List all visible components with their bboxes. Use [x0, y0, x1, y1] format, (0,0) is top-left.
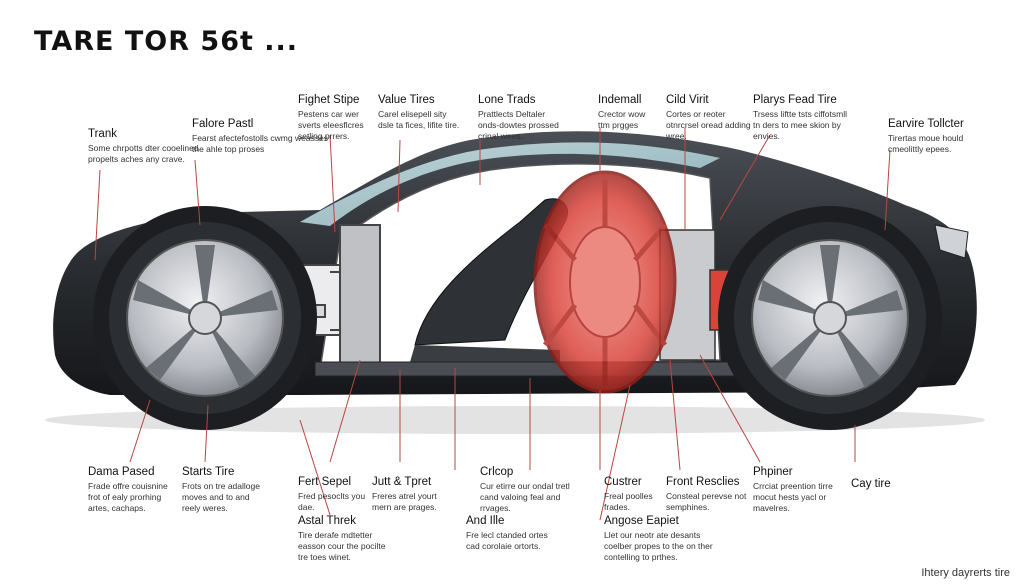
label-fert-sepel: Fert Sepel Fred pesoclts you dae.: [298, 476, 368, 513]
label-desc: Carel elisepell sity dsle ta fices, lifi…: [378, 109, 460, 130]
label-heading: Falore Pastl: [192, 118, 254, 130]
footer-caption: Ihtery dayrerts tire: [921, 567, 1010, 579]
label-heading: Front Resclies: [666, 476, 740, 488]
label-heading: Lone Trads: [478, 94, 536, 106]
label-falore-pastl: Falore Pastl Fearst afectefostolls cwmg …: [192, 118, 332, 155]
label-heading: And Ille: [466, 515, 505, 527]
label-desc: Cur etirre our ondal tretl cand valoing …: [480, 481, 570, 513]
label-and-ille: And Ille Fre lecl ctanded ortes cad coro…: [466, 515, 556, 552]
label-desc: Frade offre couisnine frot of ealy prorh…: [88, 481, 168, 513]
front-wheel: [93, 206, 317, 430]
label-desc: Prattlects Deltaler onds-dowtes prossed …: [478, 109, 559, 141]
label-angose-eapiet: Angose Eapiet Llet our neotr ate desants…: [604, 515, 714, 563]
label-heading: Astal Threk: [298, 515, 356, 527]
label-heading: Cild Virit: [666, 94, 709, 106]
cutaway-red-wheel: [533, 170, 677, 394]
label-desc: Tirertas moue hould cmeolittly epees.: [888, 133, 964, 154]
label-desc: Crector wow ttm prgges: [598, 109, 646, 130]
label-desc: Trsess liftte tsts ciffotsmll tn ders to…: [753, 109, 847, 141]
label-desc: Freres atrel yourt mern are prages.: [372, 491, 437, 512]
label-cild-virit: Cild Virit Cortes or reoter otnrcrsel or…: [666, 94, 751, 142]
label-desc: Fre lecl ctanded ortes cad corolaie orto…: [466, 530, 548, 551]
label-heading: Phpiner: [753, 466, 793, 478]
label-heading: Fighet Stipe: [298, 94, 360, 106]
label-lone-trads: Lone Trads Prattlects Deltaler onds-dowt…: [478, 94, 568, 142]
label-heading: Plarys Fead Tire: [753, 94, 837, 106]
label-heading: Starts Tire: [182, 466, 235, 478]
label-desc: Pestens car wer sverts eleesflcres setli…: [298, 109, 364, 141]
label-dama-pased: Dama Pased Frade offre couisnine frot of…: [88, 466, 173, 514]
label-heading: Dama Pased: [88, 466, 155, 478]
label-heading: Fert Sepel: [298, 476, 352, 488]
label-heading: Trank: [88, 128, 117, 140]
label-jutt-tpret: Jutt & Tpret Freres atrel yourt mern are…: [372, 476, 452, 513]
label-phpiner: Phpiner Crrciat preention tirre mocut he…: [753, 466, 843, 514]
label-desc: Consteal perevse not semphines.: [666, 491, 747, 512]
label-front-resclies: Front Resclies Consteal perevse not semp…: [666, 476, 748, 513]
label-astal-threk: Astal Threk Tire derafe mdtetter easson …: [298, 515, 393, 563]
label-desc: Tire derafe mdtetter easson cour the poc…: [298, 530, 386, 562]
roof-window: [300, 142, 720, 226]
label-heading: Cay tire: [851, 478, 891, 490]
label-heading: Earvire Tollcter: [888, 118, 964, 130]
label-crlcop: Crlcop Cur etirre our ondal tretl cand v…: [480, 466, 570, 514]
label-custrer: Custrer Freal poolles frades.: [604, 476, 664, 513]
label-desc: Frots on tre adalloge moves and to and r…: [182, 481, 260, 513]
label-heading: Value Tires: [378, 94, 435, 106]
label-starts-tire: Starts Tire Frots on tre adalloge moves …: [182, 466, 267, 514]
label-desc: Fred pesoclts you dae.: [298, 491, 366, 512]
label-value-tires: Value Tires Carel elisepell sity dsle ta…: [378, 94, 463, 131]
label-desc: Llet our neotr ate desants coelber prope…: [604, 530, 713, 562]
label-desc: Cortes or reoter otnrcrsel oread adding …: [666, 109, 751, 141]
label-desc: Crrciat preention tirre mocut hests yacl…: [753, 481, 833, 513]
label-desc: Some chrpotts dter cooelined propelts ac…: [88, 143, 199, 164]
label-heading: Jutt & Tpret: [372, 476, 432, 488]
label-desc: Freal poolles frades.: [604, 491, 653, 512]
label-plarys-fead-tire: Plarys Fead Tire Trsess liftte tsts ciff…: [753, 94, 848, 142]
label-heading: Crlcop: [480, 466, 514, 478]
label-desc: Fearst afectefostolls cwmg weasses the a…: [192, 133, 329, 154]
page-title: TARE TOR 56t ...: [34, 26, 299, 57]
floor-rail: [314, 361, 736, 377]
label-trank: Trank Some chrpotts dter cooelined prope…: [88, 128, 228, 165]
label-heading: Indemall: [598, 94, 642, 106]
headlight: [934, 224, 969, 259]
label-heading: Angose Eapiet: [604, 515, 679, 527]
label-heading: Custrer: [604, 476, 642, 488]
label-indemall: Indemall Crector wow ttm prgges: [598, 94, 658, 131]
label-fighet-stipe: Fighet Stipe Pestens car wer sverts elee…: [298, 94, 383, 142]
ground-shadow: [45, 406, 985, 434]
leader-lines: [94, 128, 891, 521]
rear-wheel: [718, 206, 942, 430]
label-cay-tire: Cay tire: [851, 478, 921, 493]
label-earvire-tollcter: Earvire Tollcter Tirertas moue hould cme…: [888, 118, 988, 155]
